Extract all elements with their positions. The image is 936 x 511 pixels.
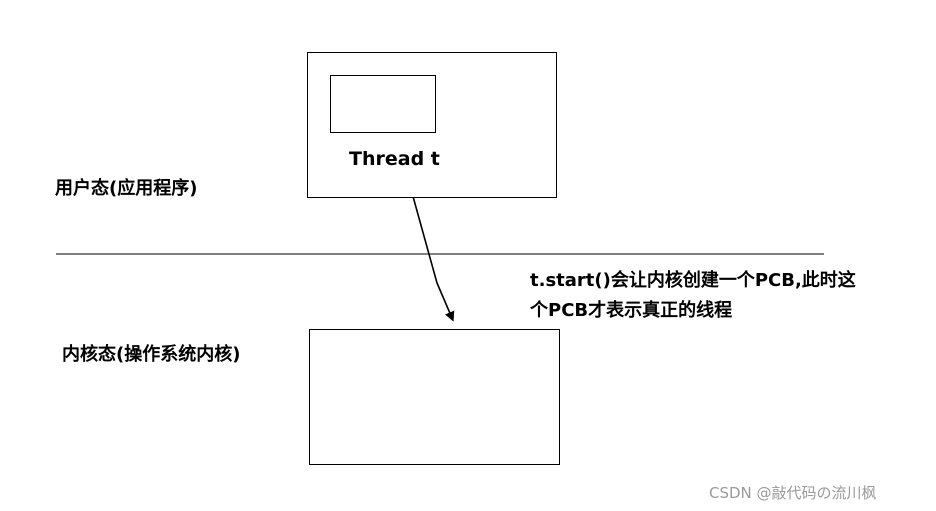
- watermark-text: CSDN @敲代码の流川枫: [709, 484, 877, 502]
- start-note-line-2: 个PCB才表示真正的线程: [530, 300, 733, 321]
- thread-label: Thread t: [349, 148, 440, 170]
- thread-object-box: [330, 75, 436, 133]
- kernel-pcb-box: [309, 329, 560, 465]
- user-mode-label: 用户态(应用程序): [55, 178, 198, 199]
- start-arrow: [408, 181, 455, 322]
- start-note-line-1: t.start()会让内核创建一个PCB,此时这: [530, 270, 856, 291]
- kernel-mode-label: 内核态(操作系统内核): [62, 344, 241, 365]
